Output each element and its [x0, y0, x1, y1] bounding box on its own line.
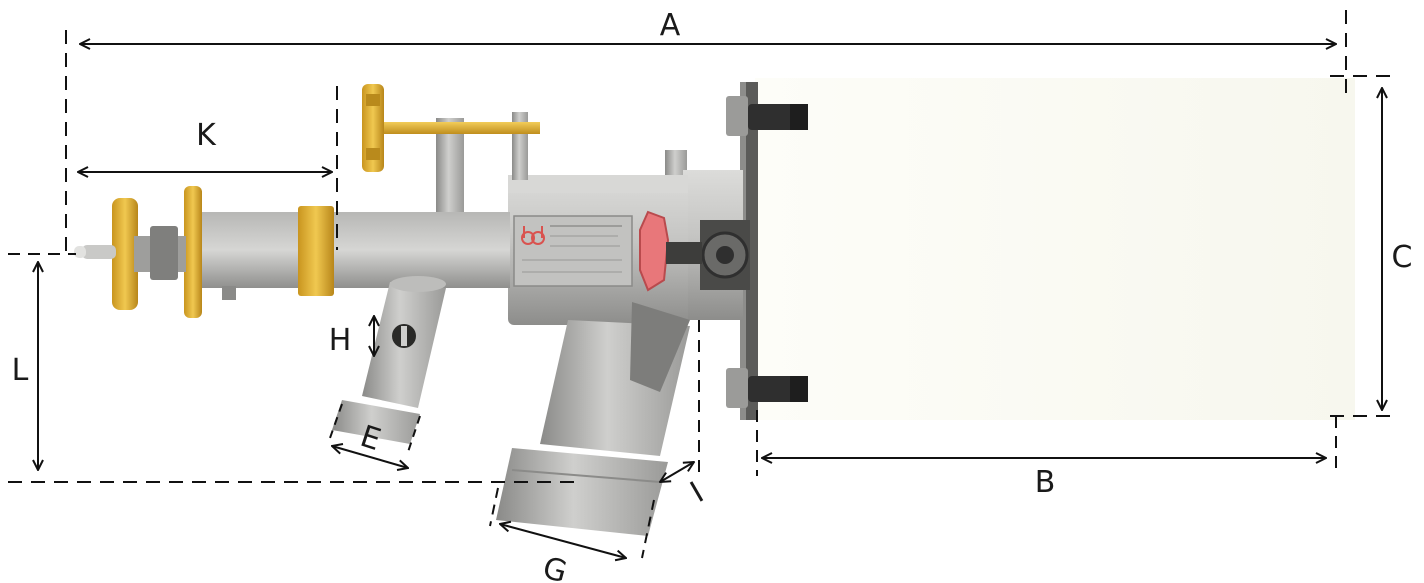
dimension-label-h: H	[329, 323, 352, 358]
dimension-label-g: G	[539, 551, 571, 583]
dimension-label-i: I	[685, 475, 710, 510]
small-outlet	[332, 276, 446, 444]
hex-bolt-icon	[726, 96, 808, 136]
coupling	[700, 220, 750, 290]
dimension-label-l: L	[12, 353, 29, 388]
top-bracket	[362, 84, 540, 214]
hex-bolt-icon	[726, 368, 808, 408]
horizontal-pipe	[200, 206, 510, 296]
handwheel-icon	[74, 186, 236, 318]
dimension-label-k: K	[196, 118, 217, 153]
dimension-label-a: A	[660, 8, 681, 43]
nameplate	[513, 215, 633, 287]
nameplate-logo	[521, 226, 545, 245]
dimension-lines	[8, 10, 1396, 558]
mounting-flange	[740, 78, 1355, 420]
dimension-label-b: B	[1035, 465, 1056, 500]
dimension-label-c: C	[1392, 240, 1413, 275]
red-handle-icon	[639, 210, 702, 292]
large-outlet	[496, 302, 690, 536]
